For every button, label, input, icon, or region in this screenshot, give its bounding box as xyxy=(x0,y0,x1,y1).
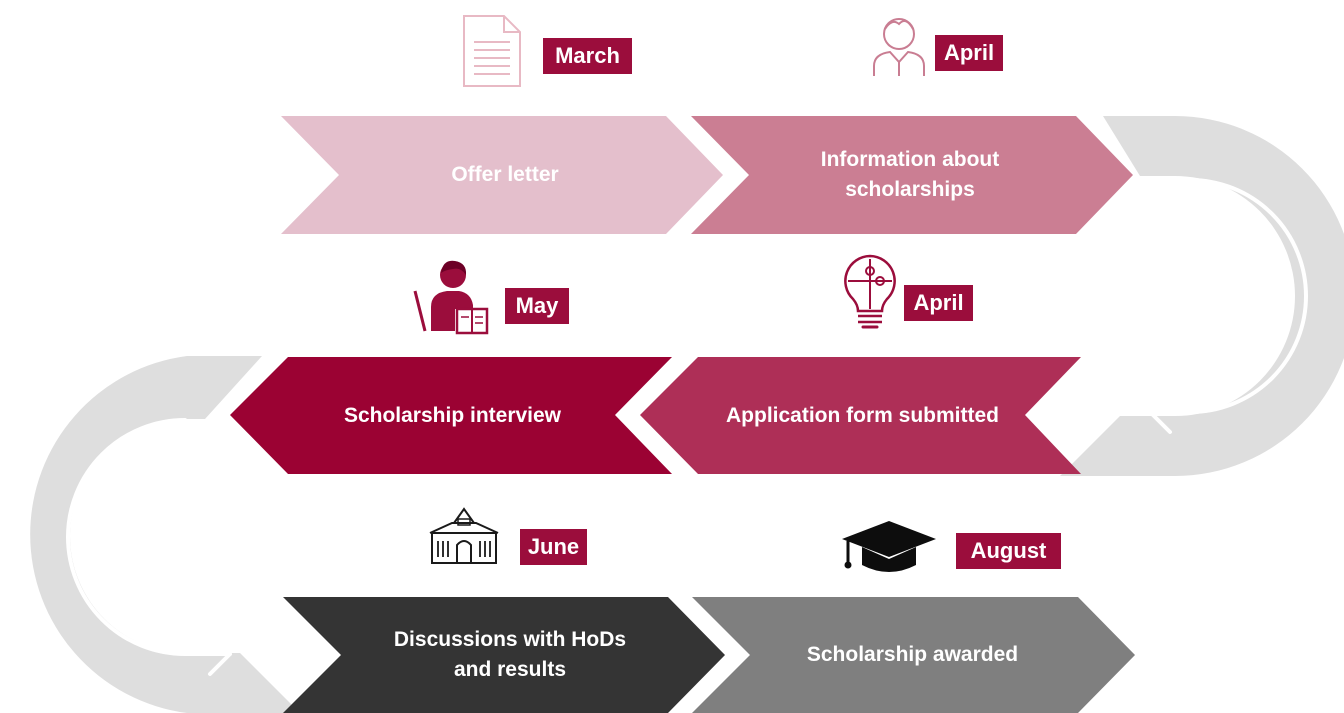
left-u-turn-arrow-line xyxy=(66,418,232,676)
step-label-offer-letter: Offer letter xyxy=(451,163,559,186)
step-label-information-scholarships: Information about scholarships xyxy=(820,148,1000,201)
left-u-turn-connector xyxy=(30,356,301,713)
teacher-icon xyxy=(413,260,489,335)
step-label-scholarship-awarded: Scholarship awarded xyxy=(806,643,1019,666)
chevron-scholarship-awarded xyxy=(692,597,1135,713)
lightbulb-puzzle-icon xyxy=(844,254,896,329)
right-u-turn-arrow-line xyxy=(1148,178,1308,434)
chevron-scholarship-interview xyxy=(230,357,672,474)
chevron-application-form xyxy=(640,357,1081,474)
month-badge-march: March xyxy=(543,38,632,74)
right-u-turn-connector xyxy=(1060,116,1344,476)
graduation-cap-icon xyxy=(842,521,936,572)
step-label-application-form: Application form submitted xyxy=(726,403,999,427)
chevron-offer-letter xyxy=(281,116,723,234)
month-badge-june: June xyxy=(520,529,587,565)
step-label-scholarship-interview: Scholarship interview xyxy=(343,403,562,427)
month-badge-april-information: April xyxy=(935,35,1003,71)
month-badge-may: May xyxy=(505,288,569,324)
step-label-discussions-hods: Discussions with HoDs and results xyxy=(393,628,627,681)
document-icon xyxy=(463,15,521,87)
university-building-icon xyxy=(429,507,499,564)
month-badge-april-application: April xyxy=(904,285,973,321)
month-badge-august: August xyxy=(956,533,1061,569)
chevron-information-scholarships xyxy=(691,116,1133,234)
student-icon xyxy=(873,18,925,76)
chevron-discussions-hods xyxy=(283,597,725,713)
